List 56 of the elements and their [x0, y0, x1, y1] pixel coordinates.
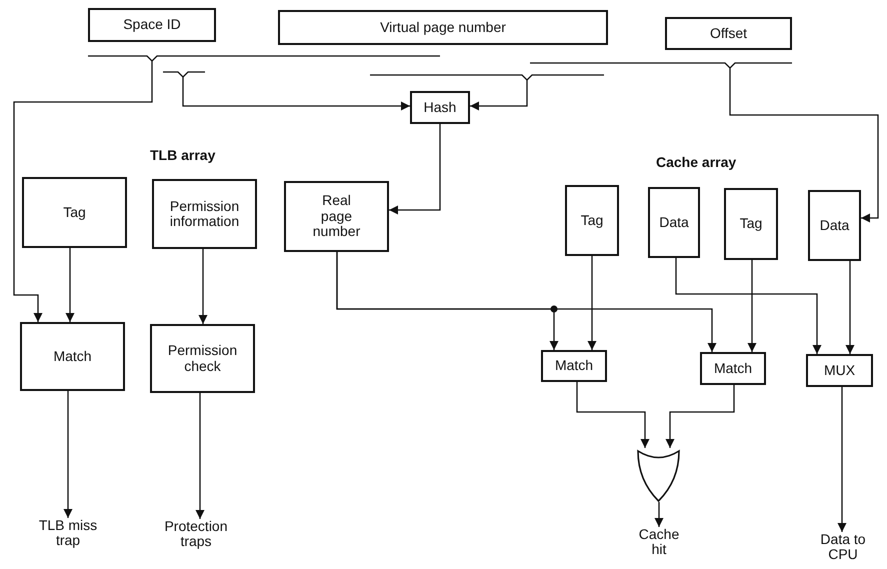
- arrow: [196, 393, 204, 519]
- arrow: [470, 80, 528, 110]
- process-box: [565, 185, 619, 256]
- process-box: [700, 352, 766, 385]
- output-label: Data to CPU: [810, 532, 876, 562]
- process-box: [88, 8, 216, 42]
- box-label: Permission information: [168, 198, 240, 230]
- section-heading: Cache array: [656, 154, 736, 170]
- process-box: [541, 350, 607, 382]
- output-label: TLB miss trap: [25, 518, 111, 548]
- arrow: [846, 261, 854, 354]
- process-box: [724, 188, 778, 260]
- arrow: [198, 249, 208, 324]
- output-label: Cache hit: [634, 527, 684, 556]
- box-label: Real page number: [312, 193, 362, 240]
- arrow: [336, 252, 716, 352]
- arrow: [576, 382, 650, 448]
- box-label: Tag: [740, 216, 762, 232]
- arrow: [666, 385, 735, 448]
- arrow: [838, 387, 846, 532]
- process-box: [152, 179, 257, 249]
- box-label: Data: [659, 214, 689, 230]
- process-box: [410, 91, 470, 124]
- section-heading: TLB array: [150, 147, 216, 163]
- box-label: Offset: [710, 26, 748, 42]
- arrow: [182, 77, 410, 110]
- box-label: MUX: [824, 362, 856, 378]
- arrow: [729, 68, 879, 222]
- arrow: [654, 502, 664, 527]
- arrow: [13, 61, 153, 322]
- box-label: Permission check: [166, 343, 238, 374]
- process-box: [808, 190, 861, 261]
- box-label: Virtual page number: [380, 20, 506, 36]
- arrow: [748, 260, 756, 352]
- process-box: [278, 10, 608, 45]
- output-label: Protection traps: [150, 519, 242, 548]
- box-label: Space ID: [123, 17, 181, 33]
- box-label: Data: [820, 218, 850, 234]
- box-label: Match: [714, 360, 752, 376]
- process-box: [284, 181, 389, 252]
- arrow: [64, 391, 72, 518]
- box-label: Match: [53, 348, 92, 364]
- process-box: [648, 187, 700, 258]
- arrow: [389, 124, 441, 214]
- box-label: Hash: [424, 100, 456, 116]
- process-box: [22, 177, 127, 248]
- process-box: [806, 354, 873, 387]
- process-box: [150, 324, 255, 393]
- box-label: Tag: [580, 212, 604, 228]
- arrow: [66, 248, 74, 322]
- arrow: [588, 256, 596, 350]
- box-label: Tag: [63, 204, 86, 220]
- process-box: [20, 322, 125, 391]
- process-box: [665, 17, 792, 50]
- box-label: Match: [554, 358, 594, 374]
- arrow: [675, 258, 822, 354]
